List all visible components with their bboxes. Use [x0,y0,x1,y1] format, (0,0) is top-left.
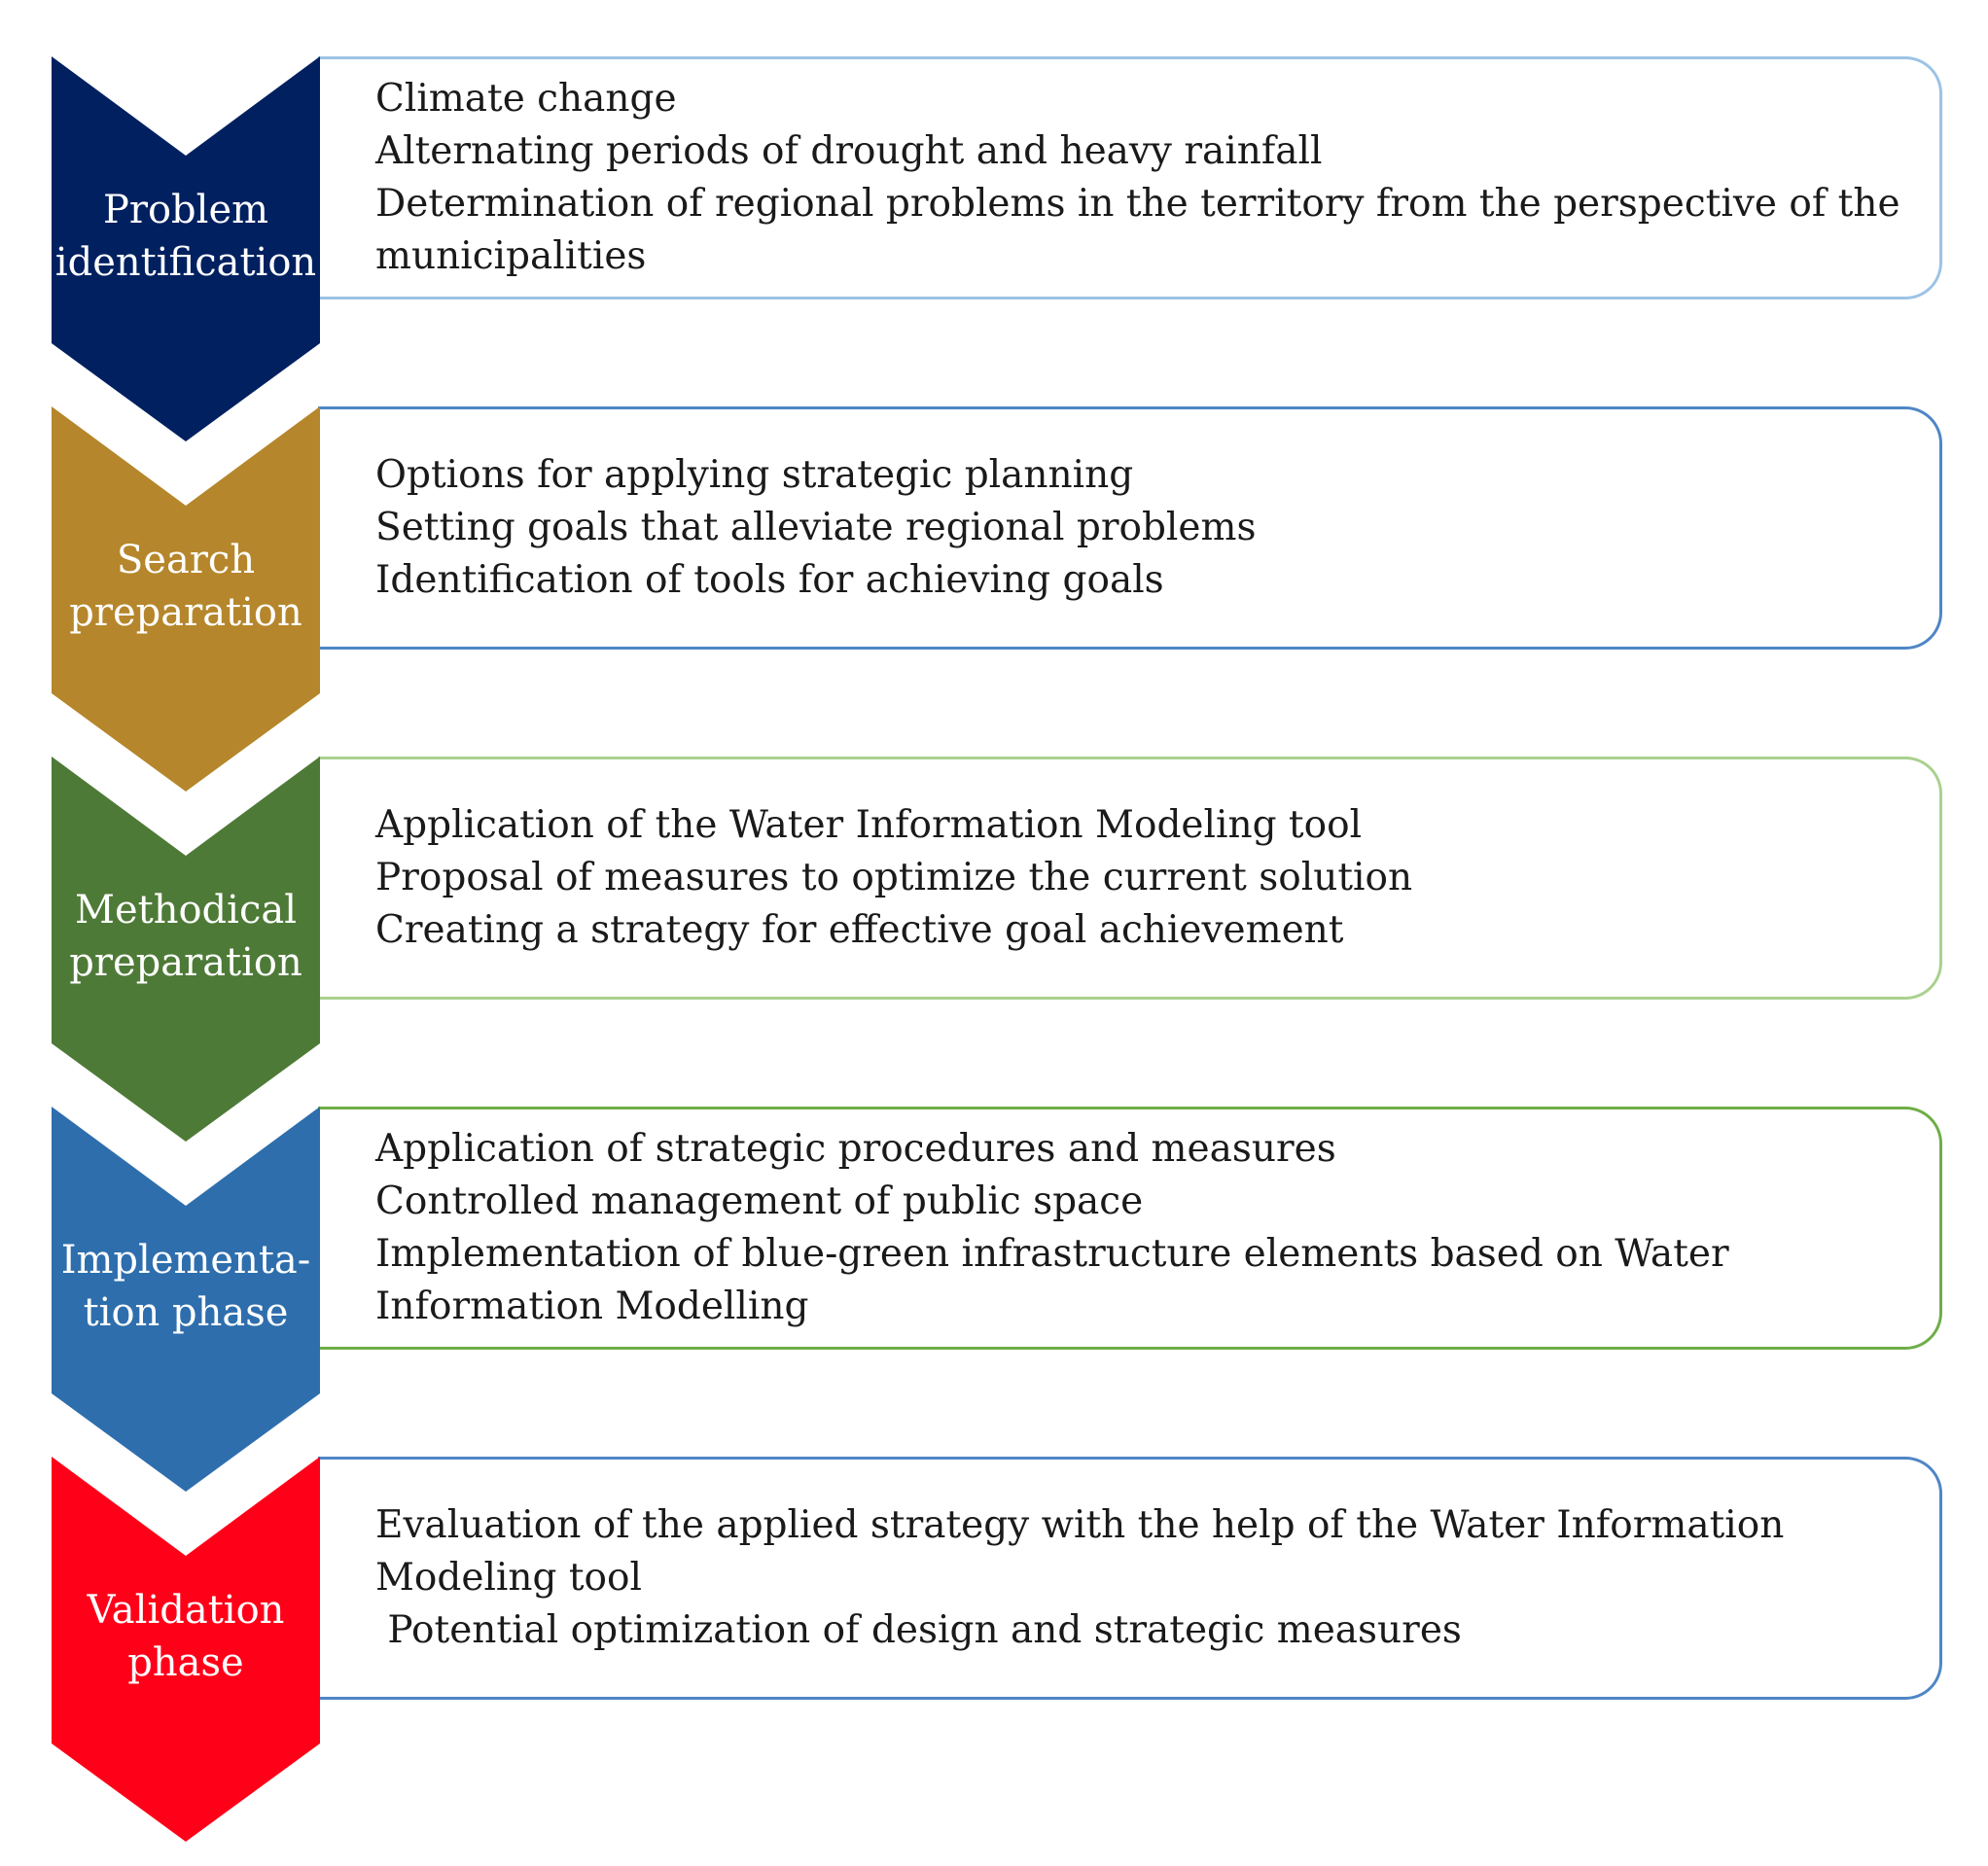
step-title: Problem identification [52,183,320,290]
step-item-line: Potential optimization of design and str… [375,1608,1462,1652]
step-item-line: Alternating periods of drought and heavy… [375,129,1323,173]
step-title-line: Search [116,538,256,582]
step-title-line: tion phase [83,1290,289,1335]
step-item-line: Creating a strategy for effective goal a… [375,908,1344,952]
step-item-line: Climate change [375,77,677,121]
step-title: Search preparation [52,533,320,640]
step-item-line: Modeling tool [375,1556,642,1600]
step-title-line: Implementa- [60,1238,311,1283]
step-item-line: Identification of tools for achieving go… [375,558,1164,602]
step-item-line: Options for applying strategic planning [375,453,1134,497]
step-title-line: phase [127,1640,244,1685]
step-content-box [318,1107,1942,1350]
step-title-line: Methodical [75,888,297,933]
step-title-line: preparation [69,590,302,635]
step-item-line: Controlled management of public space [375,1179,1144,1223]
step-item-line: Implementation of blue-green infrastruct… [375,1232,1729,1276]
step-title-line: identification [54,240,317,285]
step-items: Application of the Water Information Mod… [375,757,1922,1000]
step-items: Evaluation of the applied strategy with … [375,1457,1922,1700]
step-content-box [318,1457,1942,1700]
step-title: Implementa-tion phase [52,1233,320,1340]
step-item-line: Setting goals that alleviate regional pr… [375,506,1257,549]
step-item-line: Proposal of measures to optimize the cur… [375,856,1413,899]
step-item-line: Application of strategic procedures and … [375,1127,1336,1171]
step-title-line: Validation [87,1588,285,1633]
step-content-box [318,56,1942,299]
step-item-line: Determination of regional problems in th… [375,182,1900,226]
step-content-box [318,406,1942,650]
step-content-box [318,757,1942,1000]
step-items: Application of strategic procedures and … [375,1107,1922,1350]
step-item-line: Evaluation of the applied strategy with … [375,1503,1785,1547]
step-item-line: Application of the Water Information Mod… [375,803,1363,847]
step-item-line: municipalities [375,234,647,278]
step-item-line: Information Modelling [375,1285,809,1328]
step-title: Validation phase [52,1583,320,1690]
step-title: Methodical preparation [52,883,320,990]
step-title-line: Problem [102,188,269,232]
step-title-line: preparation [69,940,302,985]
